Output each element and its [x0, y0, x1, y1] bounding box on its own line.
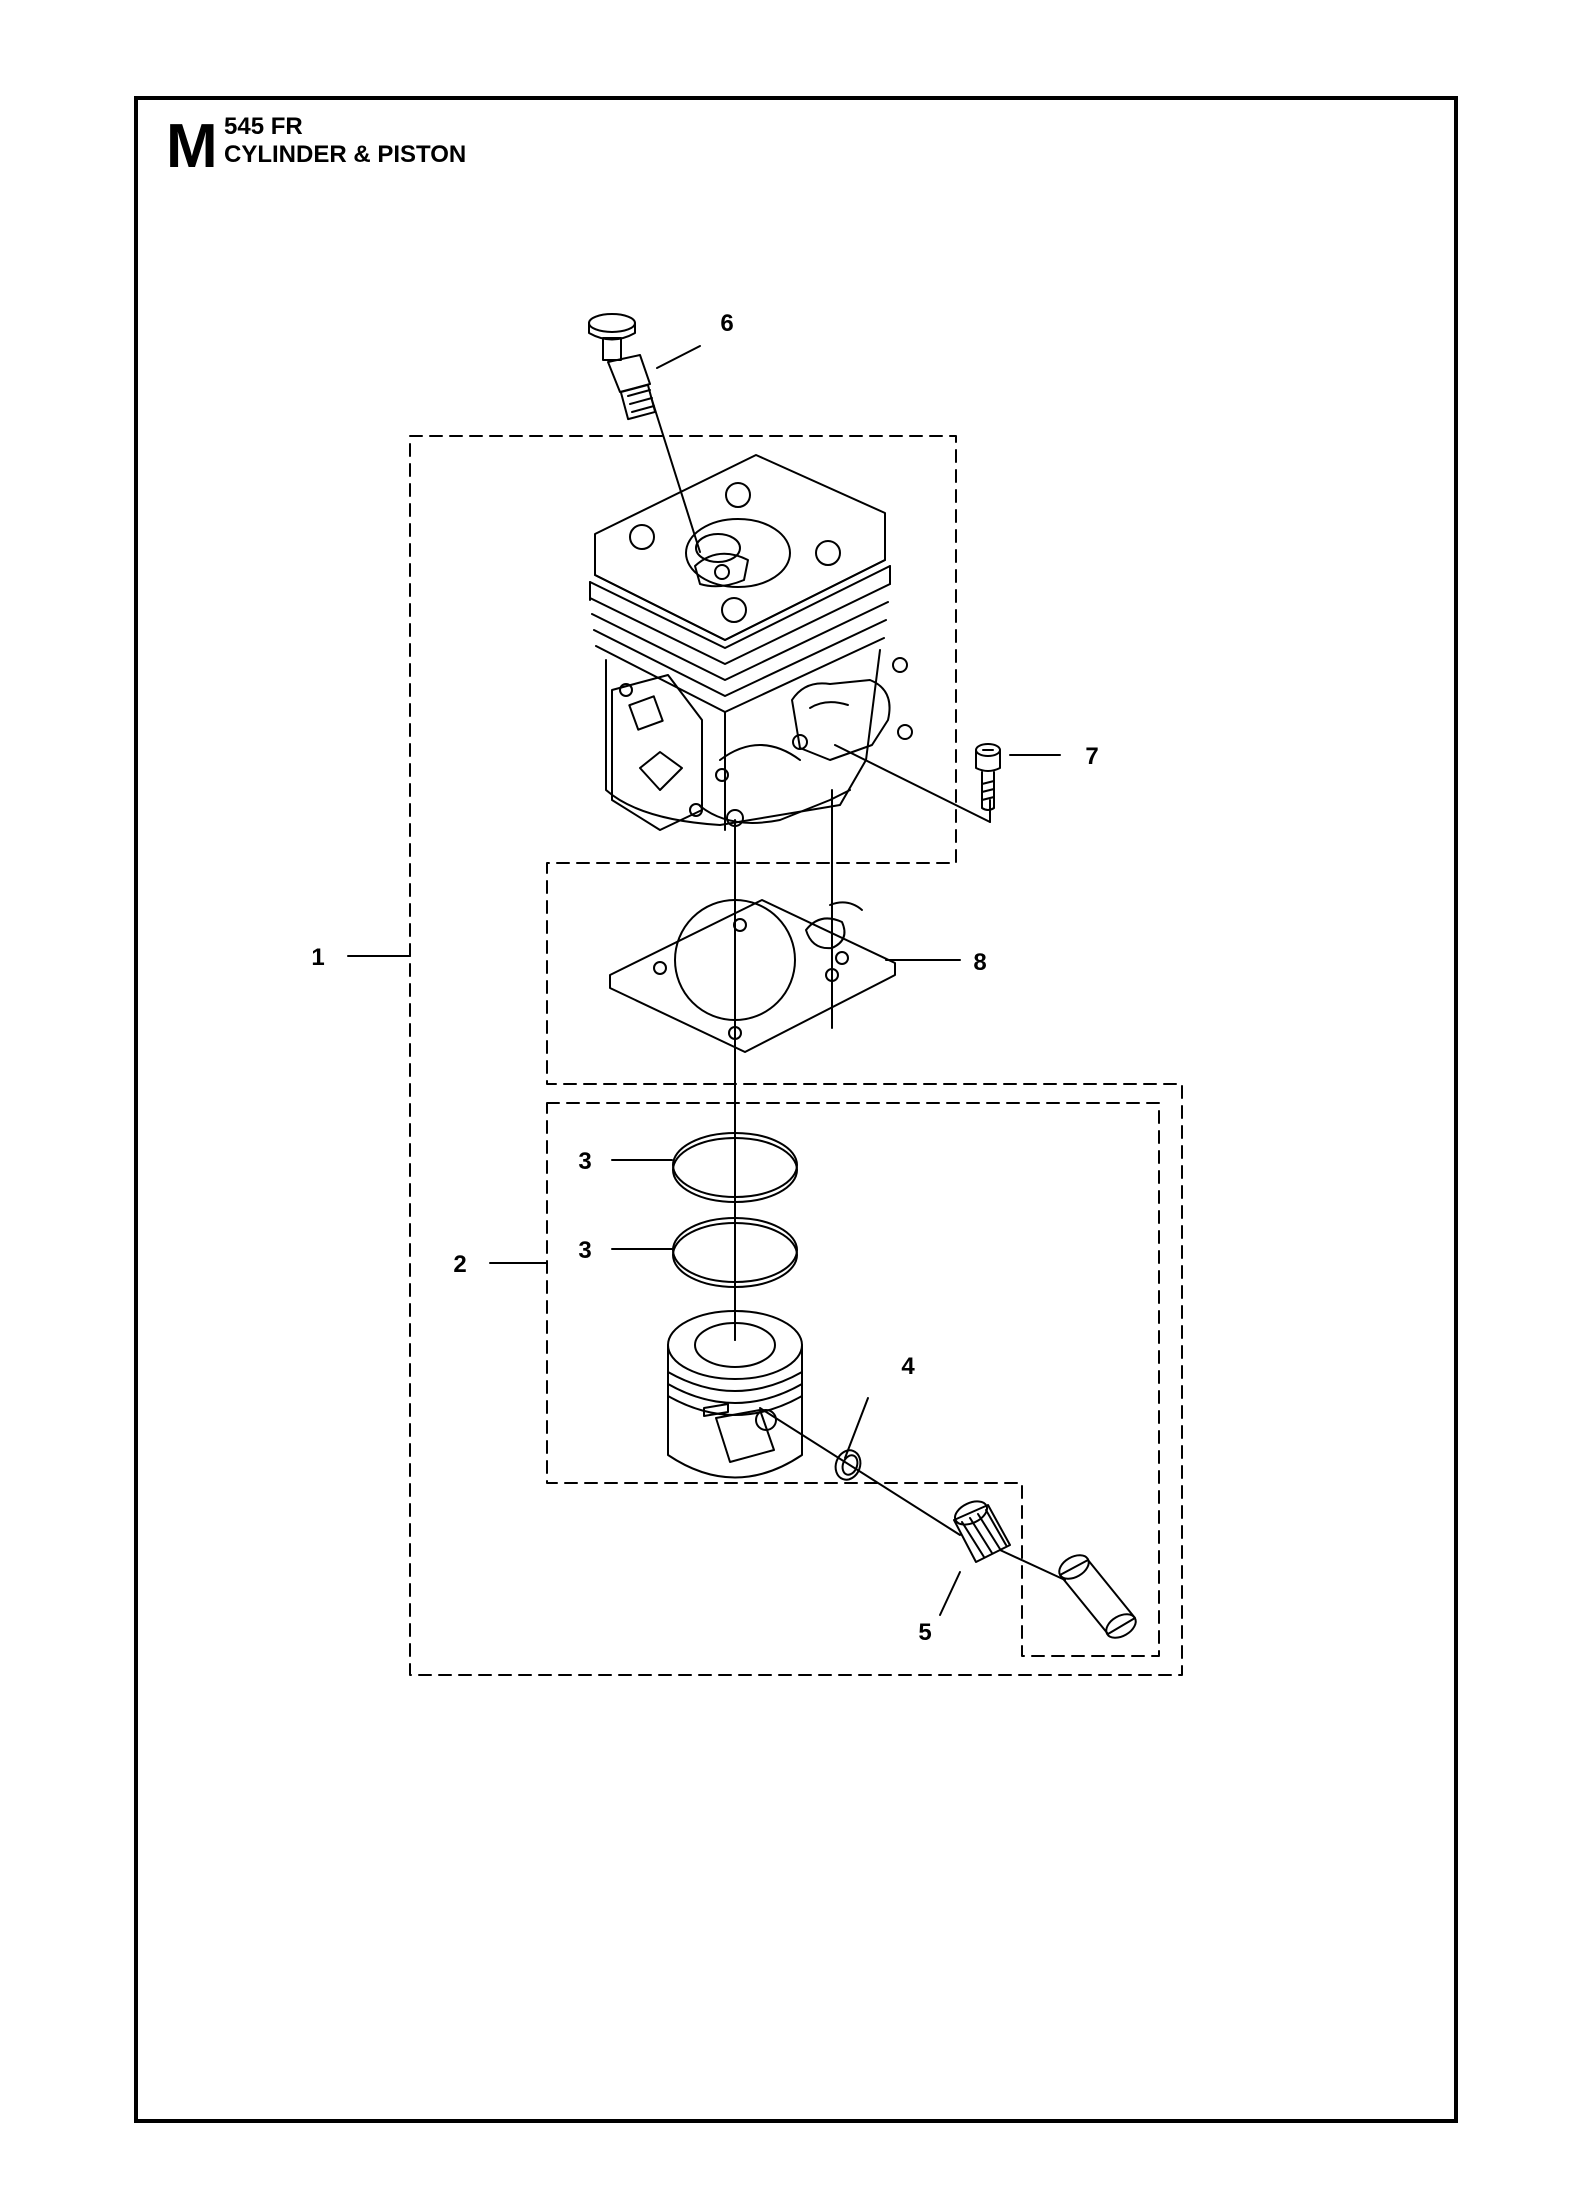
diagram-title: CYLINDER & PISTON — [224, 141, 467, 168]
callout-7: 7 — [1085, 743, 1098, 770]
decompression-valve-part-6 — [588, 313, 657, 421]
assembly-groupings — [409, 435, 1183, 1676]
piston-rings-part-3 — [672, 1132, 798, 1288]
circlip-part-4 — [834, 1449, 862, 1481]
needle-bearing-part-5 — [953, 1500, 1011, 1563]
model-number: 545 FR — [224, 113, 303, 140]
cylinder-gasket-part-8 — [609, 899, 896, 1053]
callout-8: 8 — [973, 949, 986, 976]
piston — [667, 1310, 803, 1479]
callout-labels: 6 7 1 8 3 3 2 4 5 — [311, 310, 1098, 1646]
group-1-outline — [409, 435, 1183, 1676]
section-letter: M — [166, 112, 218, 181]
leader-lines — [347, 345, 1066, 1616]
group-2-outline — [546, 1102, 1160, 1657]
drawing-sheet-frame — [134, 96, 1458, 2123]
screw-part-7 — [975, 743, 1001, 811]
callout-2: 2 — [453, 1251, 466, 1278]
callout-3b: 3 — [578, 1237, 591, 1264]
callout-5: 5 — [918, 1619, 931, 1646]
callout-1: 1 — [311, 944, 324, 971]
callout-3a: 3 — [578, 1148, 591, 1175]
callout-4: 4 — [901, 1353, 915, 1380]
piston-pin — [1058, 1554, 1137, 1639]
callout-6: 6 — [720, 310, 733, 337]
cylinder — [589, 454, 913, 831]
